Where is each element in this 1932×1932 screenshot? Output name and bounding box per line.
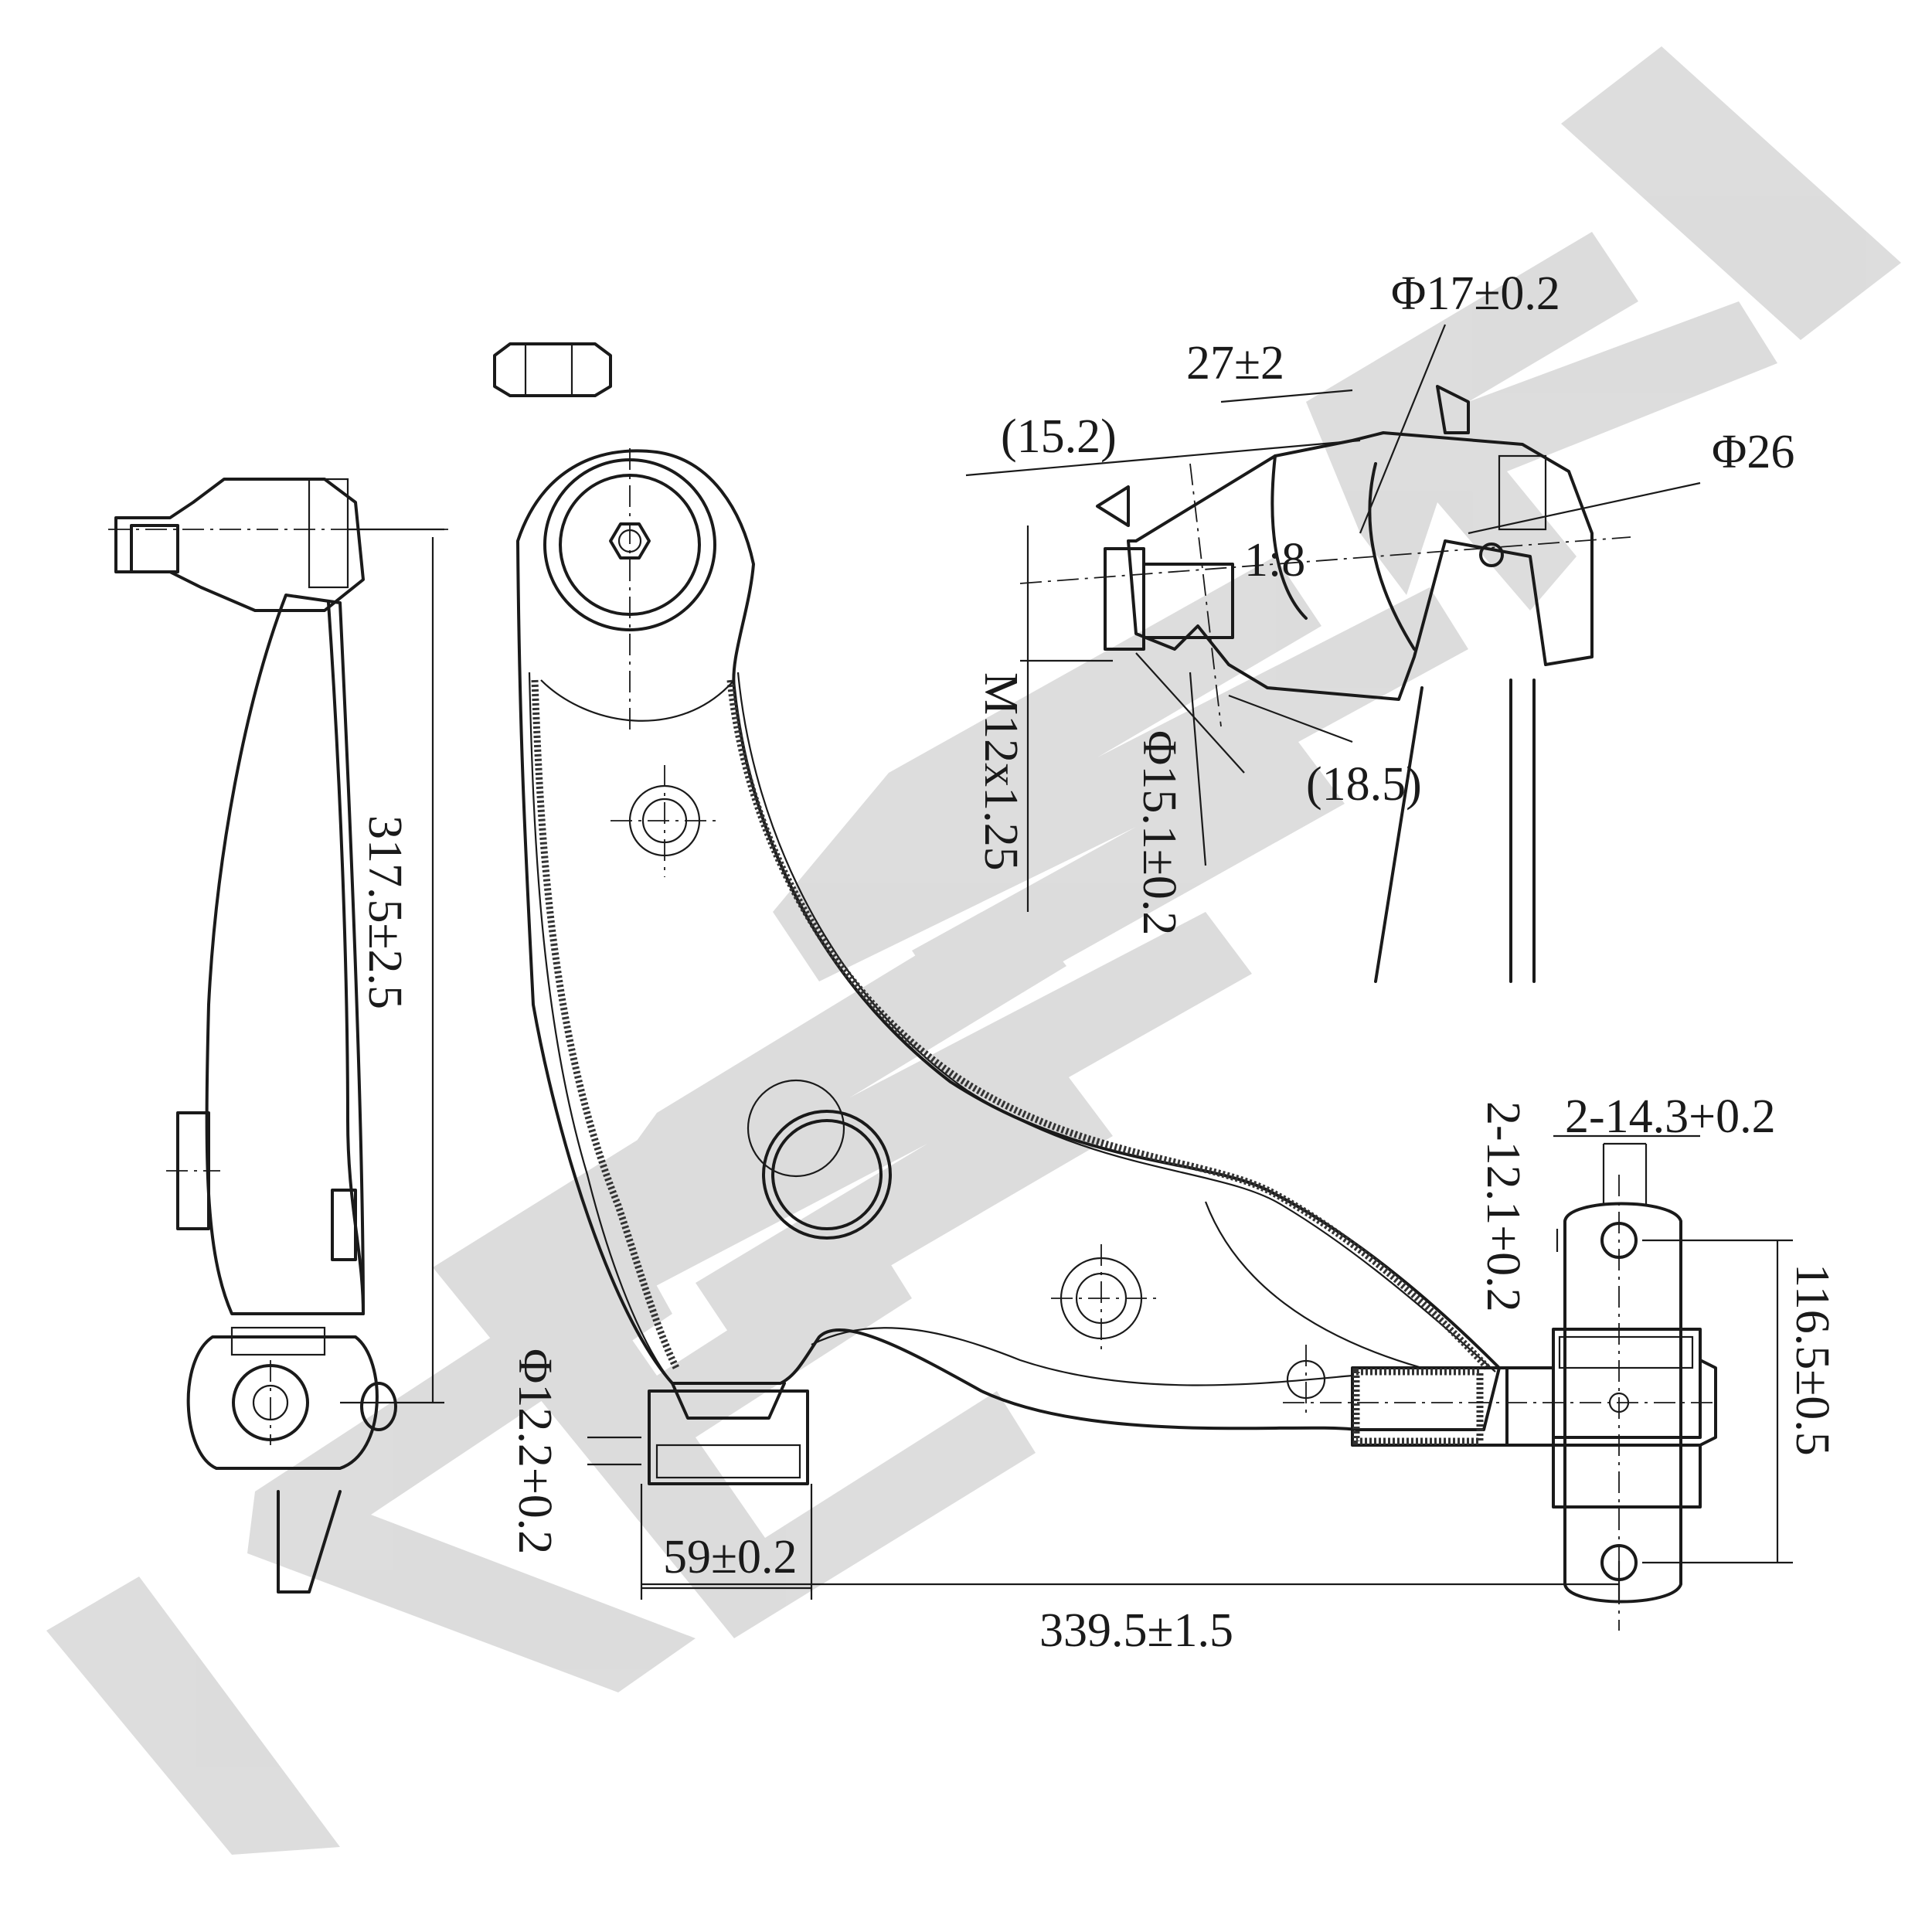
dim-stud-offset: (15.2)	[1001, 410, 1117, 463]
arm-inner-flange	[528, 672, 673, 1384]
dim-stud-ref: (18.5)	[1306, 758, 1422, 811]
rear-mount-bracket	[1563, 1202, 1682, 1604]
control-arm-side-view	[108, 478, 448, 1594]
dim-thread: M12x1.25	[975, 672, 1027, 871]
dim-stud-base-dia: Φ15.1±0.2	[1133, 730, 1185, 935]
dim-mount-span: 116.5±0.5	[1786, 1264, 1838, 1456]
ball-joint-nut	[609, 522, 651, 560]
rear-bush-shaft	[1351, 1366, 1509, 1447]
dimension-labels: 317.5±2.5 339.5±1.5 59±0.2 Φ12.2+0.2 116…	[359, 267, 1838, 1657]
control-arm-main-view	[493, 342, 1717, 1631]
front-bushing	[648, 1389, 809, 1485]
dim-stud-len: 27±2	[1186, 337, 1284, 389]
ball-icon	[1479, 543, 1504, 567]
arm-cutout-hole	[762, 1110, 892, 1240]
dim-overall-height: 317.5±2.5	[359, 815, 411, 1009]
dim-taper: 1:8	[1244, 534, 1305, 587]
watermark-logo	[46, 46, 1901, 1855]
dim-bush-bore: Φ12.2+0.2	[509, 1349, 561, 1554]
dim-ball-dia: Φ26	[1712, 426, 1794, 478]
ball-joint-detail	[965, 324, 1701, 983]
dim-width-overall: 339.5±1.5	[1039, 1604, 1233, 1657]
dim-bush-width: 59±0.2	[663, 1531, 798, 1583]
dimension-lines	[340, 528, 1793, 1600]
dim-mount-hole-b: 2-12.1+0.2	[1477, 1101, 1529, 1312]
side-bushing	[186, 1335, 379, 1470]
dim-mount-hole-a: 2-14.3+0.2	[1565, 1090, 1776, 1143]
arm-outline	[516, 449, 1501, 1431]
dim-stud-dia: Φ17±0.2	[1391, 267, 1560, 320]
lock-nut-icon	[493, 342, 612, 397]
taper-arrow-icon	[1096, 485, 1130, 527]
